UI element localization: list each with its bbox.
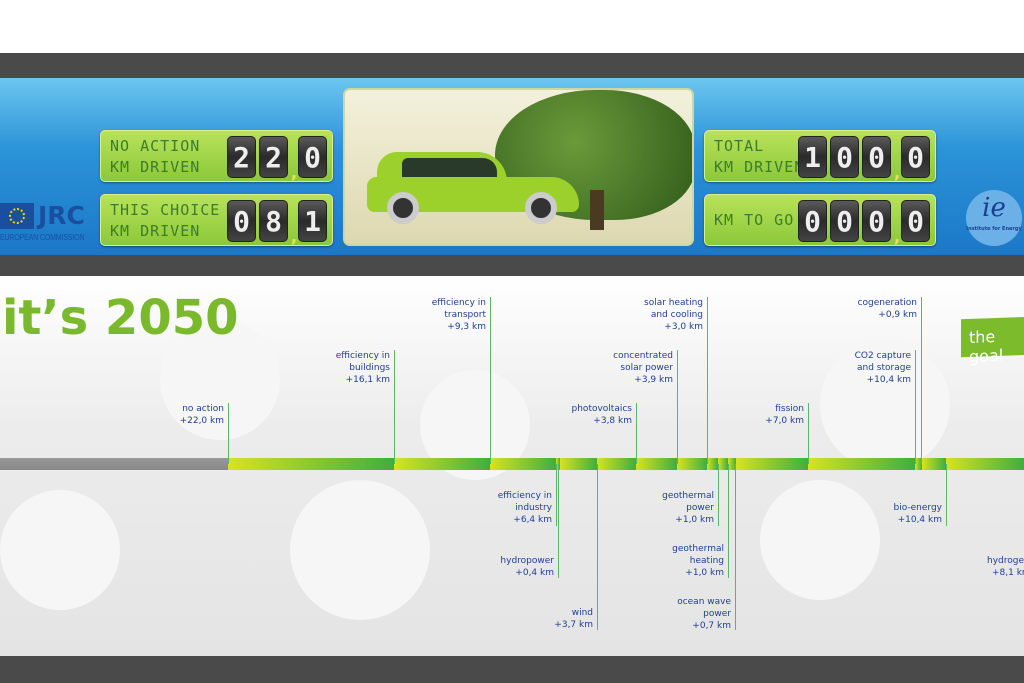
- jrc-subtitle: EUROPEAN COMMISSION: [0, 233, 85, 242]
- ie-subtitle: Institute for Energy: [966, 226, 1022, 232]
- bar-segment: [228, 458, 394, 470]
- bar-segment: [490, 458, 556, 470]
- bar-segment: [728, 458, 736, 470]
- marker-line: [394, 350, 395, 464]
- bar-segment: [922, 458, 946, 470]
- marker-geothermal-heating: geothermal heating+1,0 km: [672, 544, 724, 578]
- digit: 0: [830, 200, 859, 242]
- marker-ocean-wave: ocean wave power+0,7 km: [677, 597, 731, 631]
- jrc-logo: JRC EUROPEAN COMMISSION: [0, 201, 92, 245]
- goal-flag: the goal: [961, 316, 1024, 366]
- digit: 0: [901, 136, 930, 178]
- digit: 0: [901, 200, 930, 242]
- bar-segment: [677, 458, 707, 470]
- marker-line: [556, 464, 557, 526]
- bar-segment: [560, 458, 597, 470]
- bar-segment: [946, 458, 1024, 470]
- marker-wind: wind+3,7 km: [554, 608, 593, 630]
- marker-line: [735, 464, 736, 630]
- marker-hydrogen: hydrogen+8,1 km: [987, 556, 1024, 578]
- marker-efficiency-industry: efficiency in industry+6,4 km: [497, 491, 552, 525]
- marker-line: [636, 403, 637, 464]
- digit: 0: [830, 136, 859, 178]
- car-icon: [367, 152, 579, 224]
- marker-no-action: no action+22,0 km: [179, 404, 224, 426]
- digit: 1: [298, 200, 327, 242]
- marker-geothermal-power: geothermal power+1,0 km: [662, 491, 714, 525]
- marker-efficiency-transport: efficiency in transport+9,3 km: [431, 298, 486, 332]
- marker-line: [490, 297, 491, 464]
- digit: 0: [798, 200, 827, 242]
- separator: ,: [894, 227, 901, 246]
- marker-photovoltaics: photovoltaics+3,8 km: [571, 404, 632, 426]
- marker-line: [558, 464, 559, 578]
- separator: ,: [894, 163, 901, 182]
- marker-cogeneration: cogeneration+0,9 km: [857, 298, 917, 320]
- bottom-frame: [0, 656, 1024, 683]
- marker-fission: fission+7,0 km: [765, 404, 804, 426]
- marker-efficiency-buildings: efficiency in buildings+16,1 km: [335, 351, 390, 385]
- marker-line: [718, 464, 719, 526]
- digit: 0: [227, 200, 256, 242]
- ie-mark: ie: [982, 193, 1006, 223]
- bar-segment: [636, 458, 677, 470]
- bar-segment: [736, 458, 808, 470]
- jrc-text: JRC: [38, 201, 85, 230]
- mid-frame: [0, 255, 1024, 276]
- marker-bio-energy: bio-energy+10,4 km: [893, 503, 943, 525]
- page-title: it’s 2050: [2, 290, 239, 346]
- marker-line: [707, 297, 708, 464]
- eu-flag-icon: [0, 203, 34, 229]
- bar-segment: [597, 458, 636, 470]
- marker-concentrated-solar: concentrated solar power+3,9 km: [613, 351, 673, 385]
- ie-logo: ie Institute for Energy: [966, 190, 1022, 246]
- separator: ,: [291, 227, 298, 246]
- timeline-bar: [0, 458, 1024, 470]
- car-illustration: [343, 88, 694, 246]
- marker-line: [946, 464, 947, 526]
- digit: 8: [259, 200, 288, 242]
- marker-hydropower: hydropower+0,4 km: [500, 556, 554, 578]
- digit: 2: [227, 136, 256, 178]
- marker-solar-heating: solar heating and cooling+3,0 km: [644, 298, 703, 332]
- bar-segment: [394, 458, 490, 470]
- marker-line: [808, 403, 809, 464]
- digit: 2: [259, 136, 288, 178]
- bar-segment: [707, 458, 718, 470]
- no-action-segment: [0, 458, 228, 470]
- bar-segment: [808, 458, 915, 470]
- marker-line: [728, 464, 729, 578]
- digit: 0: [298, 136, 327, 178]
- digit: 0: [862, 200, 891, 242]
- digit: 0: [862, 136, 891, 178]
- top-frame: [0, 53, 1024, 78]
- marker-line: [921, 297, 922, 464]
- bar-segment: [718, 458, 728, 470]
- counter-label: KM TO GO: [714, 211, 795, 229]
- marker-line: [915, 350, 916, 464]
- bar-segment: [915, 458, 922, 470]
- marker-co2-capture: CO2 capture and storage+10,4 km: [854, 351, 911, 385]
- marker-line: [677, 350, 678, 464]
- marker-line: [228, 403, 229, 464]
- separator: ,: [291, 163, 298, 182]
- digit: 1: [798, 136, 827, 178]
- marker-line: [597, 464, 598, 630]
